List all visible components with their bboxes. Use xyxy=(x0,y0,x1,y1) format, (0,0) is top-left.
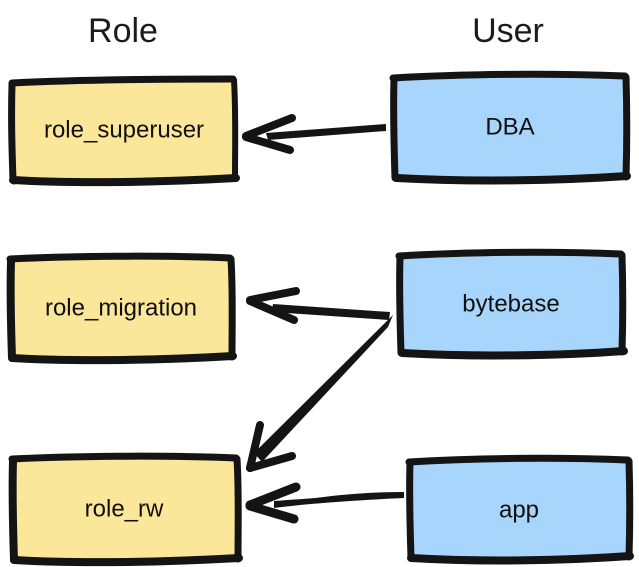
app-edge-top xyxy=(405,454,632,466)
role-superuser-edge-top xyxy=(8,75,237,87)
node-role-migration[interactable]: role_migration xyxy=(6,252,237,365)
role-migration-edge-left xyxy=(6,257,16,362)
app-fill xyxy=(410,459,629,559)
role-superuser-edge-bottom xyxy=(9,174,240,187)
dba-edge-left xyxy=(390,75,399,182)
edge-app-rw-head-lower xyxy=(245,501,299,524)
edge-dba-head-lower xyxy=(242,133,294,154)
edge-app-to-role-rw xyxy=(245,482,404,524)
app-edge-bottom xyxy=(407,552,634,565)
role-migration-edge-bottom xyxy=(8,352,237,365)
dba-edge-bottom xyxy=(392,172,631,185)
node-role-rw[interactable]: role_rw xyxy=(8,452,243,567)
dba-fill xyxy=(394,75,626,179)
edge-dba-head-upper xyxy=(242,114,296,140)
node-dba[interactable]: DBA xyxy=(389,70,631,185)
column-heading-user: User xyxy=(472,12,544,50)
role-migration-edge-top xyxy=(6,252,234,263)
bytebase-edge-bottom xyxy=(398,347,628,360)
edge-app-rw-lens-lower xyxy=(274,493,404,508)
edge-dba-to-role-superuser xyxy=(242,114,386,154)
edge-bytebase-mig-head-lower xyxy=(246,297,298,324)
role-superuser-edge-left xyxy=(8,80,18,185)
role-rw-edge-bottom xyxy=(10,554,243,567)
role-superuser-fill xyxy=(13,79,235,181)
role-migration-fill xyxy=(12,257,232,359)
role-migration-edge-right xyxy=(227,255,236,361)
dba-edge-right xyxy=(622,73,631,181)
node-role-superuser[interactable]: role_superuser xyxy=(8,75,240,187)
edge-dba-shaft xyxy=(266,124,386,140)
bytebase-fill xyxy=(400,253,622,354)
column-heading-role: Role xyxy=(88,12,158,50)
role-rw-edge-right xyxy=(233,455,242,563)
edge-bytebase-to-role-migration xyxy=(246,287,390,324)
bytebase-edge-top xyxy=(395,248,625,260)
role-rw-label: role_rw xyxy=(85,495,164,522)
edge-bytebase-to-role-rw xyxy=(246,315,393,472)
edge-app-rw-head-upper xyxy=(245,482,301,510)
dba-label: DBA xyxy=(485,113,534,140)
role-migration-label: role_migration xyxy=(45,294,197,321)
app-edge-left xyxy=(406,459,415,562)
bytebase-edge-right xyxy=(618,251,627,356)
role-rw-edge-left xyxy=(8,457,18,564)
edge-bytebase-rw-head-upper xyxy=(246,421,264,472)
node-app[interactable]: app xyxy=(405,454,634,565)
bytebase-edge-left xyxy=(396,253,405,357)
bytebase-label: bytebase xyxy=(462,290,559,317)
dba-edge-top xyxy=(389,70,629,82)
edge-bytebase-mig-head-upper xyxy=(246,287,300,304)
edge-bytebase-rw-head-lower xyxy=(246,452,296,472)
role-rw-fill xyxy=(14,457,238,561)
role-rw-edge-top xyxy=(8,452,240,463)
role-superuser-edge-right xyxy=(231,77,239,182)
app-edge-right xyxy=(625,457,634,561)
edge-bytebase-mig-shaft xyxy=(272,304,390,320)
app-label: app xyxy=(499,496,539,523)
edge-bytebase-rw-shaft xyxy=(254,315,393,462)
role-superuser-label: role_superuser xyxy=(44,116,204,143)
node-bytebase[interactable]: bytebase xyxy=(395,248,628,360)
